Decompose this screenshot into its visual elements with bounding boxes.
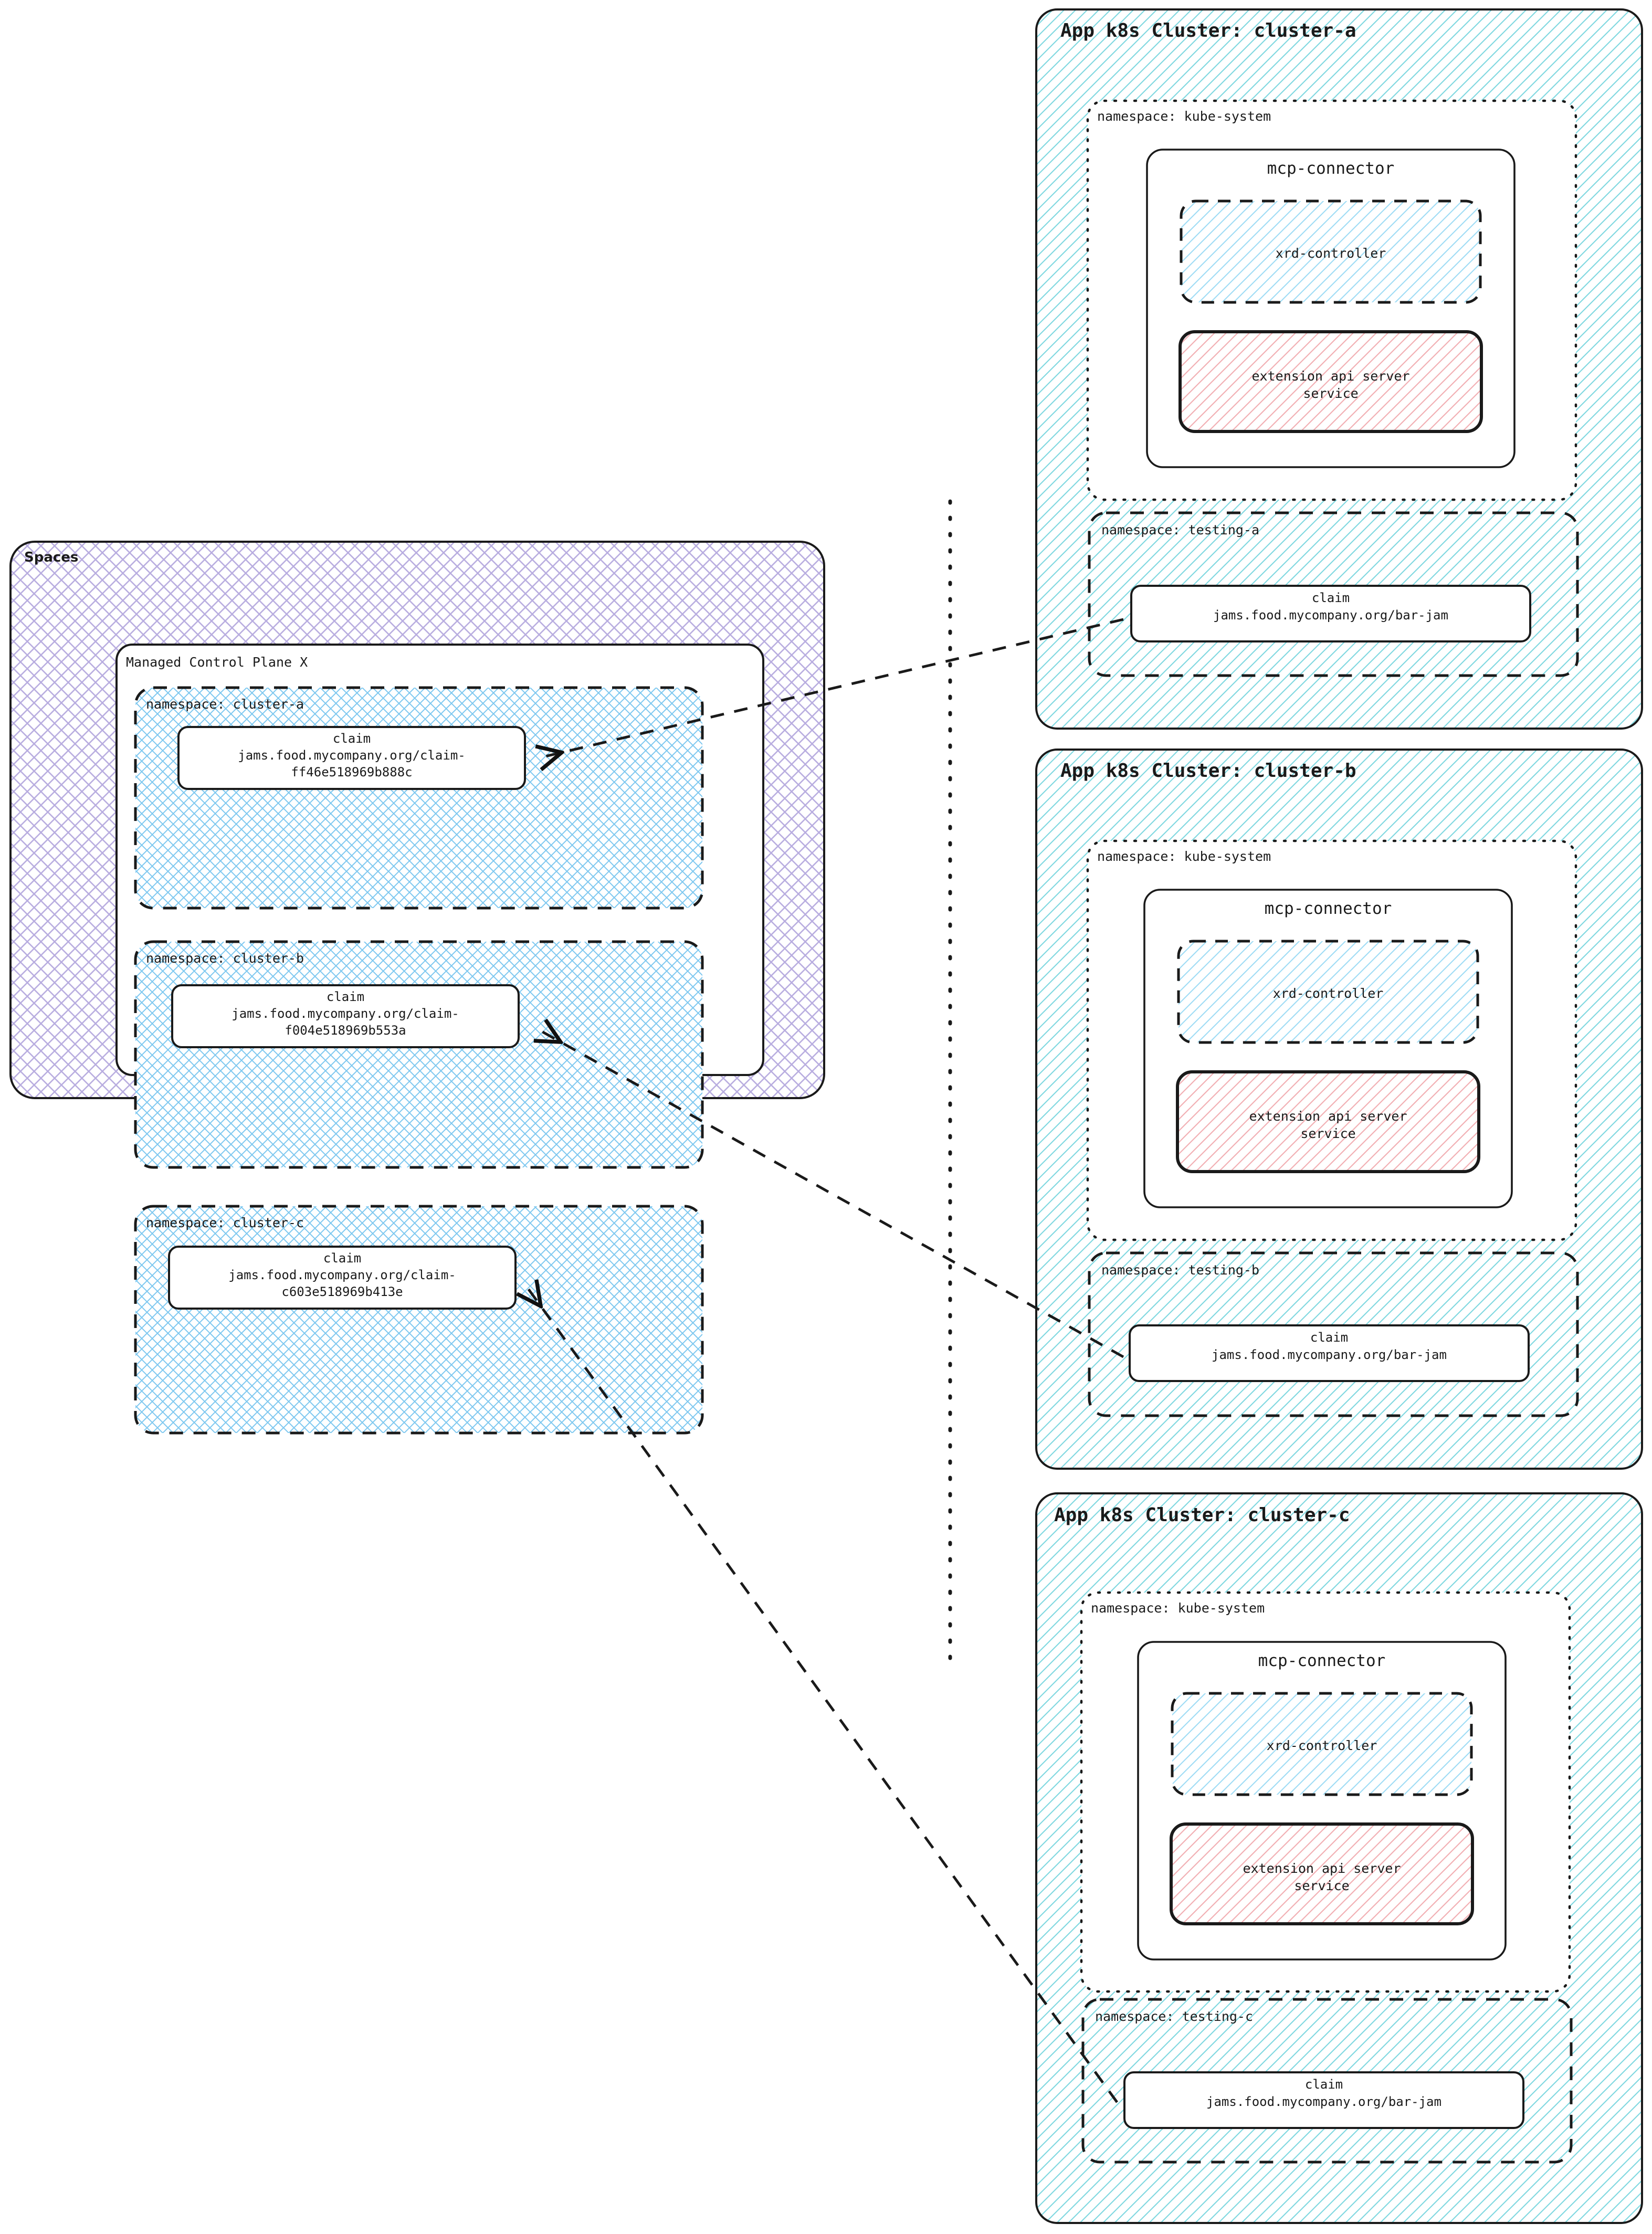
arrow-cluster-b <box>542 1031 1124 1358</box>
claim-kind-cluster-b: claim <box>326 989 365 1004</box>
testing-namespace-label-b: namespace: testing-b <box>1101 1262 1260 1278</box>
mcp-connector-label-c: mcp-connector <box>1258 1651 1386 1670</box>
claim-box-cluster-a[interactable] <box>177 726 526 790</box>
claim-box-cluster-c[interactable] <box>168 1246 517 1310</box>
arrow-cluster-a <box>541 618 1124 757</box>
namespace-label-cluster-c: namespace: cluster-c <box>146 1215 304 1230</box>
mcp-connector-label-a: mcp-connector <box>1267 159 1395 178</box>
extension-api-server-label-a-line1: extension api server <box>1251 368 1410 384</box>
claim-ref-cluster-c-line2: c603e518969b413e <box>281 1284 403 1299</box>
namespace-label-cluster-a: namespace: cluster-a <box>146 697 304 712</box>
kube-system-label-a: namespace: kube-system <box>1097 109 1271 124</box>
claim-kind-testing-c: claim <box>1304 2077 1343 2092</box>
claim-ref-cluster-b-line2: f004e518969b553a <box>285 1023 406 1038</box>
claim-box-cluster-b[interactable] <box>171 984 520 1048</box>
spaces-label: Spaces <box>24 550 79 565</box>
managed-control-plane-label: Managed Control Plane X <box>126 655 308 670</box>
mcp-connector-label-b: mcp-connector <box>1264 899 1392 918</box>
claim-kind-cluster-a: claim <box>332 731 371 746</box>
xrd-controller-label-b: xrd-controller <box>1272 986 1384 1001</box>
extension-api-server-label-c-line1: extension api server <box>1243 1861 1401 1876</box>
app-cluster-a-container <box>1035 8 1643 730</box>
app-cluster-c-title: App k8s Cluster: cluster-c <box>1054 1504 1350 1526</box>
extension-api-server-label-b-line1: extension api server <box>1249 1109 1407 1124</box>
claim-ref-testing-b: jams.food.mycompany.org/bar-jam <box>1212 1347 1447 1362</box>
namespace-cluster-b-container <box>134 940 704 1169</box>
namespace-label-cluster-b: namespace: cluster-b <box>146 951 304 966</box>
claim-ref-cluster-a-line1: jams.food.mycompany.org/claim- <box>238 748 466 763</box>
extension-api-server-label-b-line2: service <box>1300 1126 1356 1141</box>
app-cluster-b-container <box>1035 749 1643 1470</box>
namespace-cluster-c-container <box>134 1205 704 1435</box>
claim-kind-cluster-c: claim <box>323 1251 362 1266</box>
app-cluster-c-container <box>1035 1492 1643 2224</box>
claim-ref-cluster-c-line1: jams.food.mycompany.org/claim- <box>228 1268 456 1282</box>
extension-api-server-label-a-line2: service <box>1303 386 1359 401</box>
xrd-controller-label-a: xrd-controller <box>1275 246 1386 261</box>
claim-kind-testing-b: claim <box>1310 1330 1349 1345</box>
claim-kind-testing-a: claim <box>1311 591 1350 605</box>
connector-arrows <box>528 618 1124 2103</box>
arrow-cluster-c <box>528 1289 1119 2103</box>
claim-ref-testing-a: jams.food.mycompany.org/bar-jam <box>1213 608 1448 623</box>
kube-system-label-c: namespace: kube-system <box>1091 1600 1265 1616</box>
extension-api-server-label-c-line2: service <box>1294 1878 1350 1893</box>
testing-namespace-label-a: namespace: testing-a <box>1101 522 1260 538</box>
claim-ref-testing-c: jams.food.mycompany.org/bar-jam <box>1206 2094 1441 2109</box>
kube-system-label-b: namespace: kube-system <box>1097 849 1271 864</box>
claim-ref-cluster-b-line1: jams.food.mycompany.org/claim- <box>232 1006 459 1021</box>
testing-namespace-label-c: namespace: testing-c <box>1095 2009 1254 2024</box>
app-cluster-a-title: App k8s Cluster: cluster-a <box>1060 20 1356 41</box>
claim-ref-cluster-a-line2: ff46e518969b888c <box>291 765 413 779</box>
namespace-cluster-a-container <box>134 686 704 910</box>
xrd-controller-label-c: xrd-controller <box>1266 1738 1377 1753</box>
app-cluster-b-title: App k8s Cluster: cluster-b <box>1060 760 1356 782</box>
